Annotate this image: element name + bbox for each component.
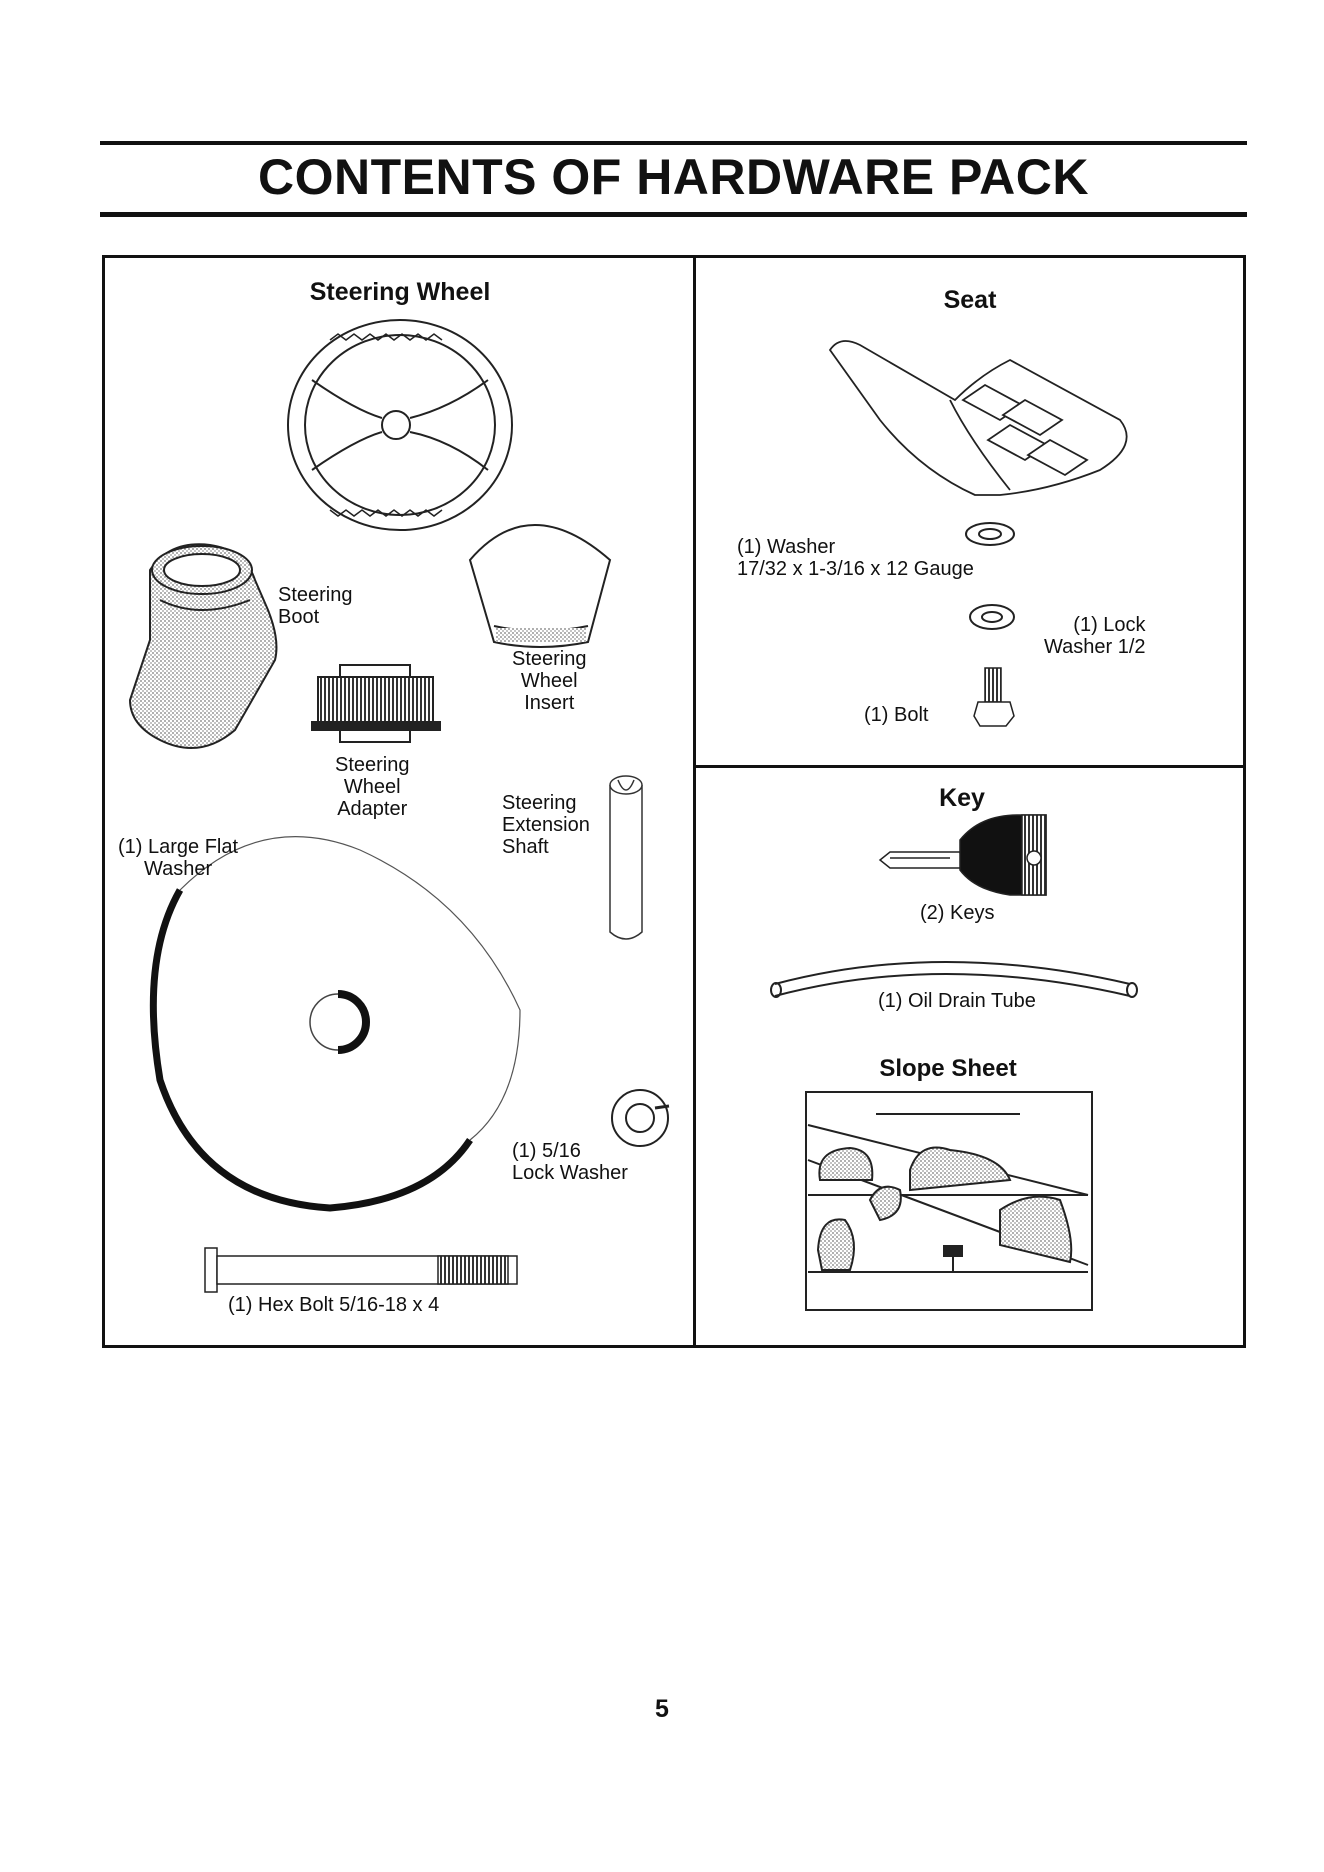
seat-washer-icon: [965, 522, 1015, 546]
seat-icon: [828, 340, 1128, 496]
title-bottom-rule: [100, 212, 1247, 217]
steering-wheel-adapter-label: Steering Wheel Adapter: [335, 754, 410, 820]
steering-wheel-header: Steering Wheel: [309, 278, 491, 306]
keys-label: (2) Keys: [920, 902, 995, 924]
seat-header: Seat: [943, 286, 997, 314]
large-flat-washer-label: (1) Large Flat Washer: [118, 836, 239, 880]
slope-sheet-header: Slope Sheet: [879, 1055, 1017, 1082]
seat-lock-washer-label: (1) Lock Washer 1/2: [1044, 614, 1146, 658]
steering-boot-icon: [128, 543, 278, 749]
key-icon: [878, 814, 1047, 896]
page-title: CONTENTS OF HARDWARE PACK: [257, 149, 1089, 205]
lock-washer-516-label: (1) 5/16 Lock Washer: [512, 1140, 628, 1184]
seat-lock-washer-icon: [969, 604, 1015, 630]
steering-wheel-insert-icon: [468, 524, 612, 648]
oil-drain-tube-label: (1) Oil Drain Tube: [878, 990, 1036, 1012]
key-panel: [693, 765, 1246, 1348]
steering-extension-shaft-label: Steering Extension Shaft: [502, 792, 590, 858]
hex-bolt-icon: [204, 1247, 518, 1293]
slope-sheet-icon: [805, 1091, 1093, 1311]
hex-bolt-label: (1) Hex Bolt 5/16-18 x 4: [228, 1294, 440, 1316]
seat-bolt-icon: [973, 667, 1015, 727]
key-header: Key: [939, 784, 985, 812]
lock-washer-516-icon: [611, 1089, 670, 1147]
large-flat-washer-icon: [149, 836, 521, 1212]
steering-boot-label: Steering Boot: [278, 584, 353, 628]
page-number: 5: [655, 1695, 669, 1723]
steering-wheel-icon: [287, 319, 513, 531]
steering-extension-shaft-icon: [609, 775, 643, 940]
title-top-rule: [100, 141, 1247, 145]
seat-washer-label: (1) Washer 17/32 x 1-3/16 x 12 Gauge: [737, 536, 974, 580]
steering-wheel-insert-label: Steering Wheel Insert: [512, 648, 587, 714]
steering-wheel-adapter-icon: [311, 664, 441, 743]
oil-drain-tube-icon: [770, 961, 1138, 998]
seat-bolt-label: (1) Bolt: [864, 704, 929, 726]
